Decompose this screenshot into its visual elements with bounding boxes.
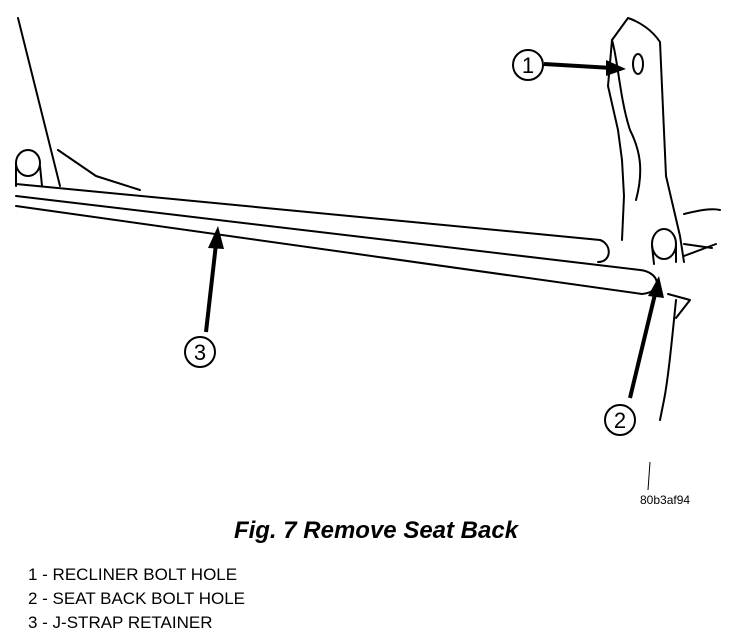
callout-1-arrow	[543, 62, 613, 70]
seat-back-bolt	[651, 228, 677, 260]
image-code: 80b3af94	[640, 493, 691, 507]
recliner-bracket	[607, 17, 685, 263]
legend-item: 3 - J-STRAP RETAINER	[28, 613, 213, 632]
callout-3: 3	[184, 226, 224, 368]
callout-1: 1	[512, 49, 626, 81]
legend-item: 2 - SEAT BACK BOLT HOLE	[28, 589, 245, 608]
recliner-bolt-hole	[632, 53, 644, 75]
callout-2-arrow	[628, 289, 658, 399]
seat-back-illustration: 1 2 3	[15, 17, 721, 491]
left-stud	[15, 149, 41, 177]
seat-back-edge	[17, 17, 61, 187]
figure-caption: Fig. 7 Remove Seat Back	[233, 517, 519, 544]
callout-3-arrow	[204, 243, 218, 333]
legend-item: 1 - RECLINER BOLT HOLE	[28, 565, 238, 584]
legend: 1 - RECLINER BOLT HOLE 2 - SEAT BACK BOL…	[28, 563, 245, 635]
j-strap-retainer	[15, 183, 601, 241]
callout-3-number: 3	[194, 340, 206, 365]
callout-2-number: 2	[614, 408, 626, 433]
callout-2: 2	[604, 276, 664, 436]
seat-frame-line	[57, 149, 141, 191]
callout-1-number: 1	[522, 53, 534, 78]
